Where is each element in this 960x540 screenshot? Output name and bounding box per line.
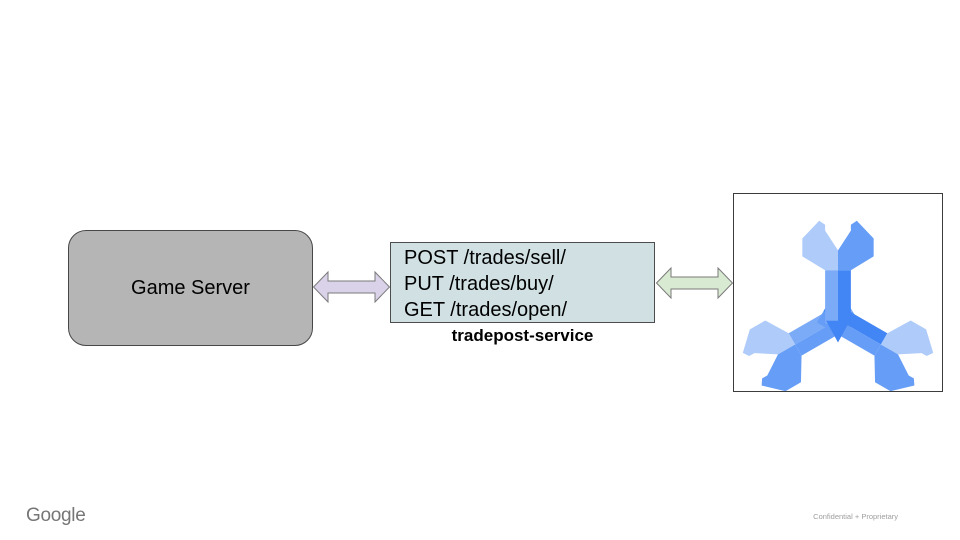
- right-double-arrow: [655, 266, 734, 300]
- icon-facet: [742, 320, 796, 357]
- icon-facet: [838, 220, 874, 271]
- service-name-label: tradepost-service: [451, 326, 594, 345]
- icon-facet: [838, 270, 851, 324]
- game-server-label: Game Server: [131, 276, 250, 299]
- icon-facet: [761, 344, 802, 391]
- icon-facet: [825, 270, 838, 324]
- left-double-arrow: [312, 270, 391, 304]
- icon-facet: [880, 320, 934, 357]
- cloud-spanner-icon: [742, 220, 934, 391]
- google-logo: Google: [26, 505, 86, 526]
- icon-facet: [874, 344, 915, 391]
- spanner-icon-box: [733, 193, 943, 392]
- service-box: POST /trades/sell/ PUT /trades/buy/ GET …: [390, 242, 655, 323]
- icon-facet: [802, 220, 838, 271]
- endpoint-line: PUT /trades/buy/: [404, 273, 554, 295]
- confidential-label: Confidential + Proprietary: [813, 512, 898, 521]
- icon-facet: [826, 320, 850, 343]
- double-arrow-icon: [655, 266, 734, 300]
- double-arrow-icon: [312, 270, 391, 304]
- endpoint-line: POST /trades/sell/: [404, 247, 566, 269]
- game-server-box: Game Server: [68, 230, 313, 346]
- endpoint-line: GET /trades/open/: [404, 299, 568, 321]
